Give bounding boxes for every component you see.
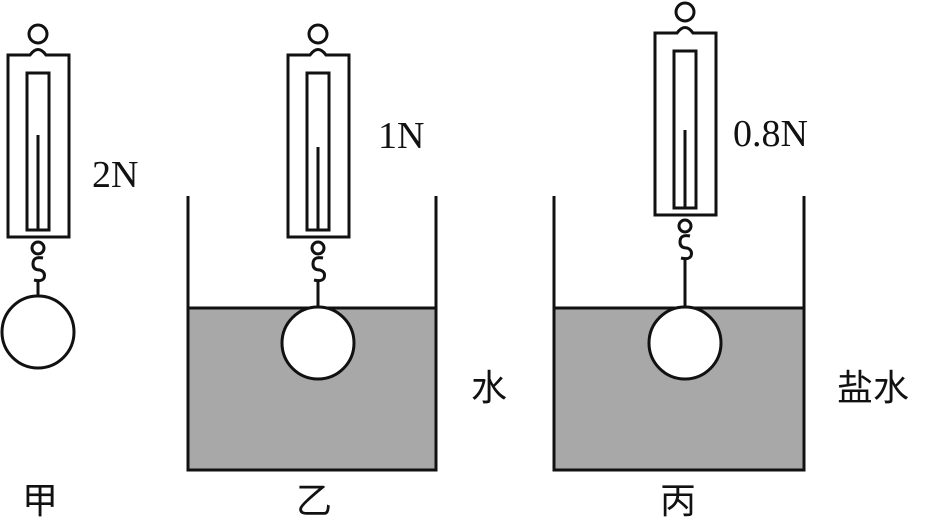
scale-ring	[674, 1, 696, 23]
spring-scale-jia	[0, 23, 76, 370]
spring-scale-yi	[280, 23, 356, 381]
ball	[280, 305, 356, 381]
caption-yi: 乙	[296, 481, 333, 522]
panel-bing	[552, 1, 806, 472]
scale-hook-ring	[30, 240, 46, 256]
scale-ring	[27, 23, 49, 45]
caption-jia: 甲	[22, 481, 59, 522]
scale-hook-ring	[677, 218, 693, 234]
scale-hook	[31, 256, 46, 283]
panel-jia	[0, 23, 76, 370]
scale-ring	[307, 23, 329, 45]
scale-hook	[311, 256, 326, 283]
liquid-label-yi: 水	[471, 368, 508, 409]
reading-yi: 1N	[378, 115, 425, 157]
panel-yi	[186, 23, 438, 472]
ball	[647, 305, 723, 381]
caption-bing: 丙	[660, 481, 697, 522]
liquid-label-bing: 盐水	[837, 368, 910, 409]
reading-jia: 2N	[92, 154, 139, 196]
reading-bing: 0.8N	[733, 113, 808, 155]
ball	[0, 294, 76, 370]
scale-hook	[678, 234, 693, 261]
spring-scale-bing	[647, 1, 723, 381]
scale-hook-ring	[310, 240, 326, 256]
